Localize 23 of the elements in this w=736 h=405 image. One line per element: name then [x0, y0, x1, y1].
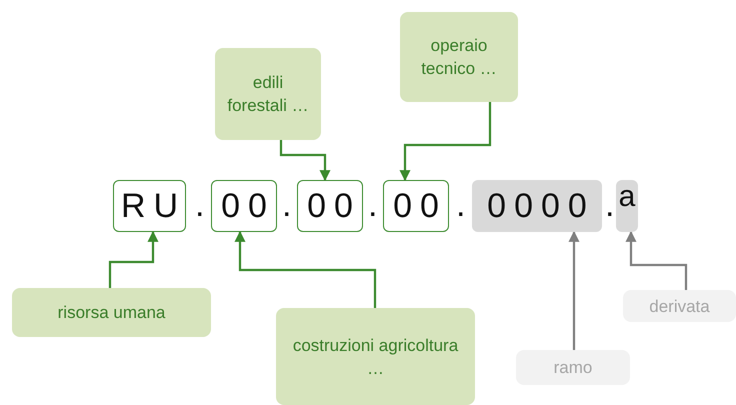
separator-dot: . — [456, 186, 466, 225]
callout-box: derivata — [623, 290, 736, 322]
separator-dot: . — [605, 186, 614, 225]
leader-arrow — [108, 230, 158, 288]
leader-arrow — [568, 230, 580, 350]
callout-box: risorsa umana — [12, 288, 211, 337]
callout-box: edili forestali … — [215, 48, 321, 140]
separator-dot: . — [195, 186, 204, 225]
code-segment: a — [616, 180, 638, 232]
callout-box: ramo — [516, 350, 630, 385]
code-segment: 00 — [383, 180, 449, 232]
callout-box: costruzioni agricoltura … — [276, 308, 475, 405]
leader-arrow — [400, 102, 492, 182]
leader-arrow — [234, 230, 376, 308]
separator-dot: . — [368, 186, 378, 225]
leader-arrow — [280, 140, 330, 182]
code-segment: RU — [113, 180, 186, 232]
code-segment: 0000 — [472, 180, 602, 232]
code-segment: 00 — [211, 180, 277, 232]
code-segment: 00 — [297, 180, 363, 232]
callout-box: operaio tecnico … — [400, 12, 518, 102]
leader-arrow — [626, 230, 688, 290]
separator-dot: . — [282, 186, 292, 225]
